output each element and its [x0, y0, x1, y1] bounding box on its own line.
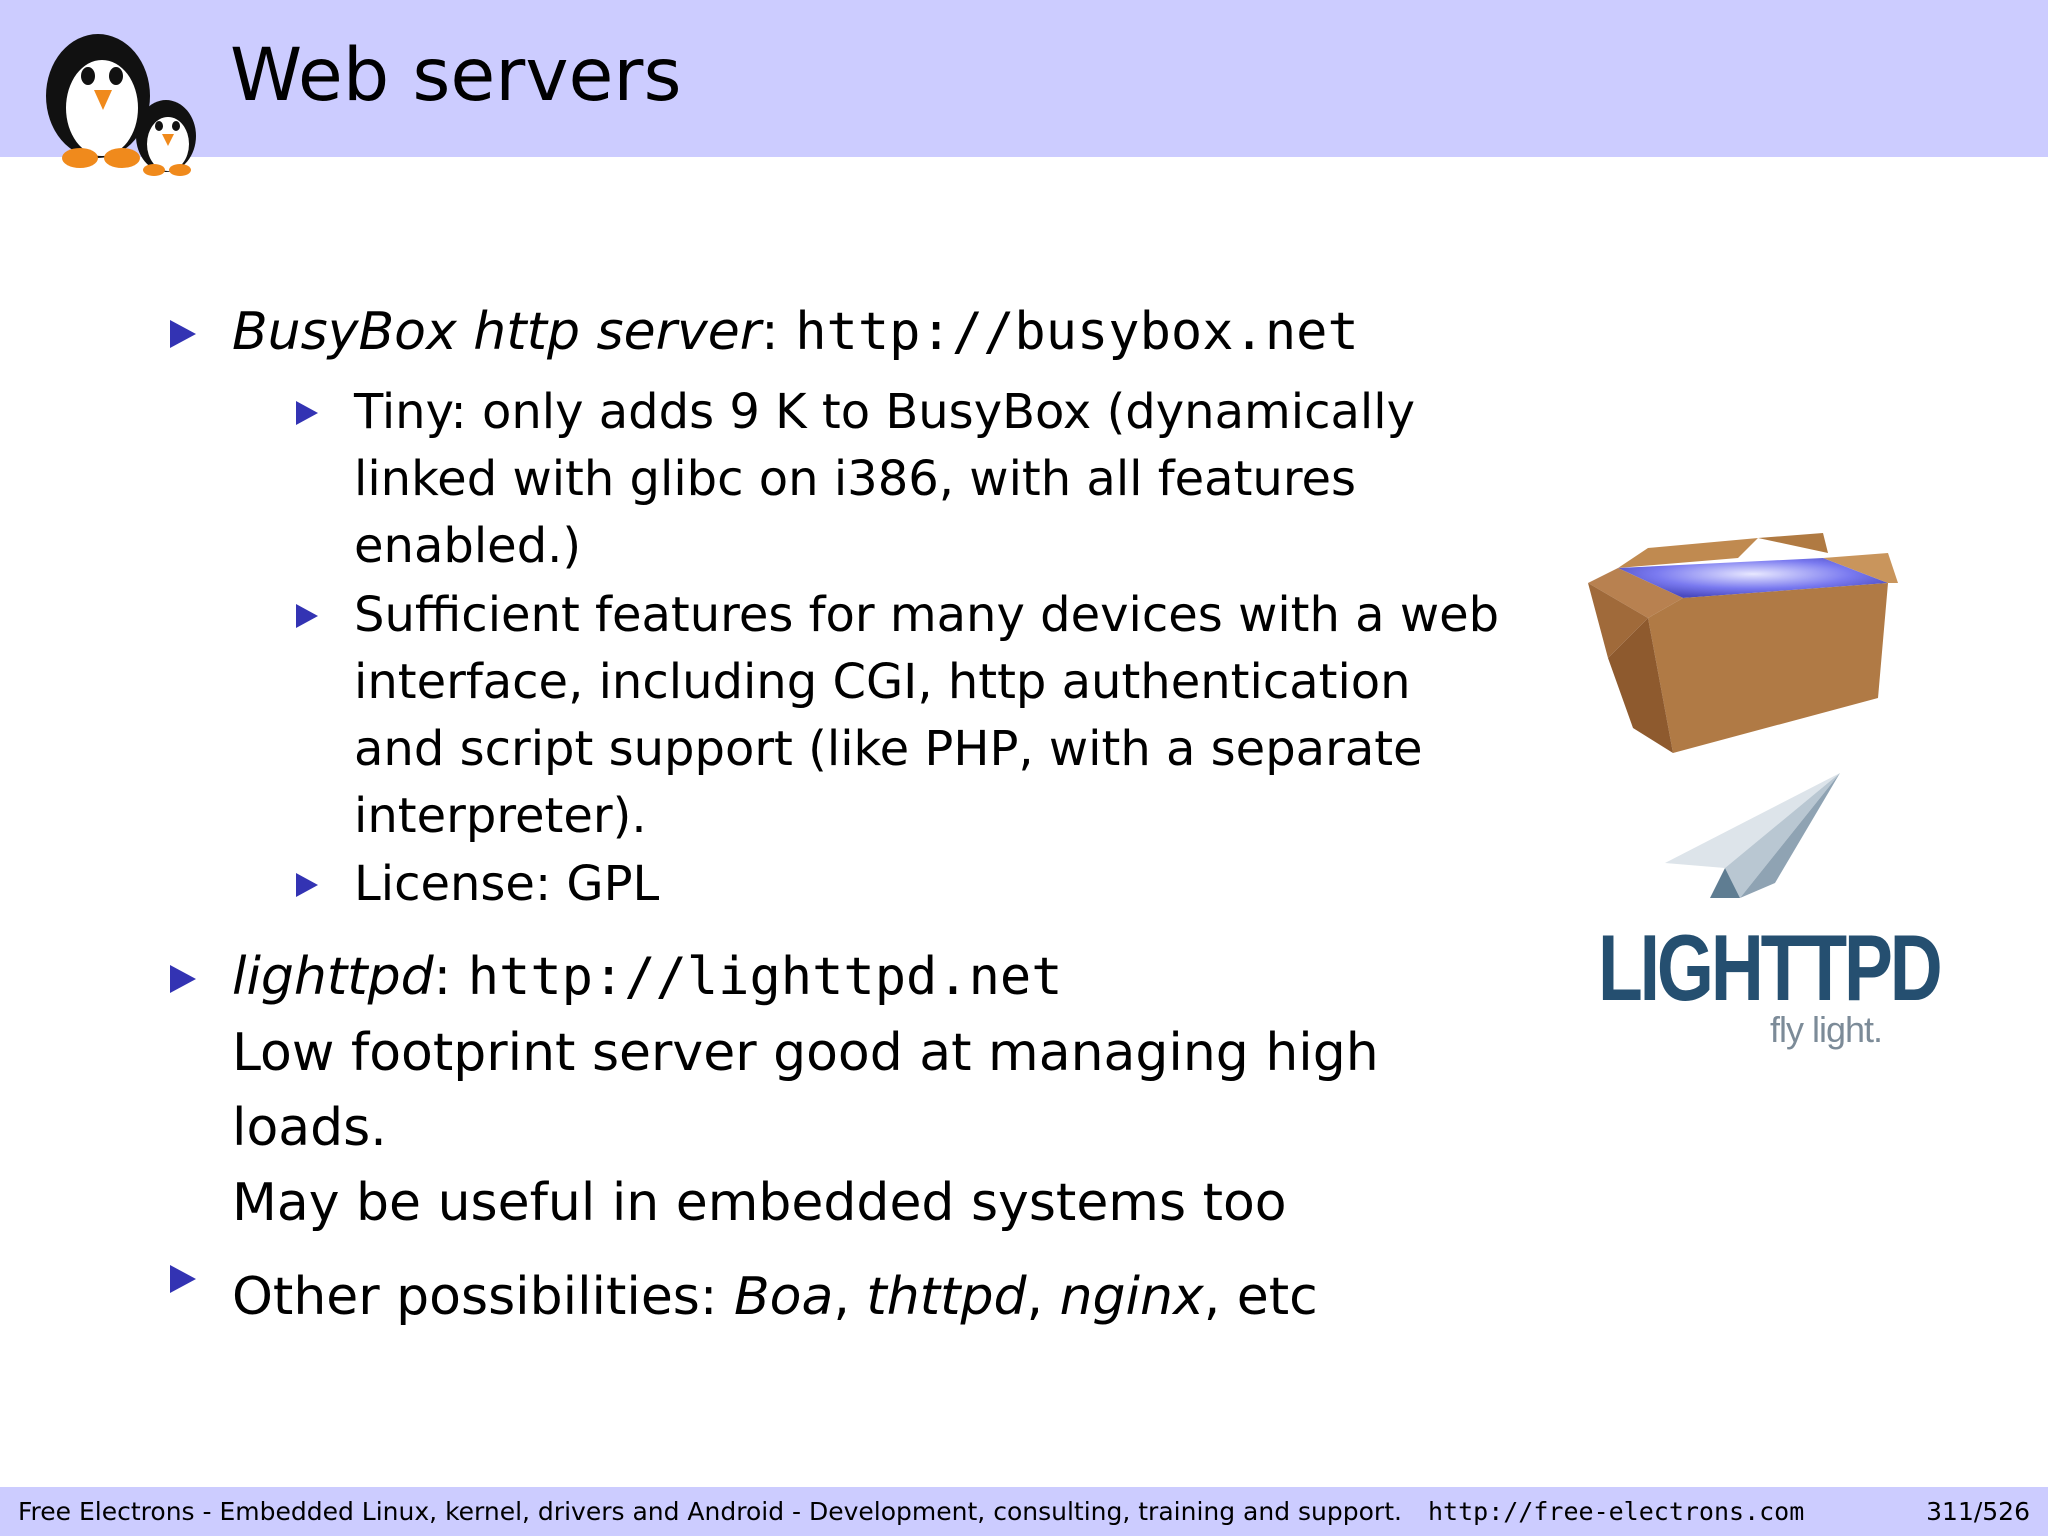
- slide-header: Web servers: [0, 0, 2048, 176]
- footer-text: Free Electrons - Embedded Linux, kernel,…: [18, 1497, 1402, 1526]
- bullet-line: loads.: [232, 1098, 387, 1158]
- sub-bullet-marker-icon: [296, 873, 318, 897]
- bullet-line: Low footprint server good at managing hi…: [232, 1023, 1379, 1083]
- lighttpd-logo-main: LIGHTTPD: [1598, 915, 1943, 1020]
- sub-bullet-line: Sufficient features for many devices wit…: [354, 587, 1500, 643]
- sub-bullet-line: linked with glibc on i386, with all feat…: [354, 451, 1357, 507]
- sub-bullet-line: interface, including CGI, http authentic…: [354, 654, 1411, 710]
- bullet-line: May be useful in embedded systems too: [232, 1173, 1287, 1233]
- separator: :: [433, 947, 468, 1007]
- sub-bullet-marker-icon: [296, 401, 318, 425]
- sub-bullet-marker-icon: [296, 604, 318, 628]
- bullet-marker-icon: [170, 1265, 196, 1293]
- thttpd-name: thttpd: [866, 1267, 1027, 1327]
- slide-title: Web servers: [230, 33, 682, 118]
- separator: :: [761, 302, 796, 362]
- busybox-box-icon: [1588, 533, 1898, 753]
- busybox-url-link[interactable]: http://busybox.net: [795, 302, 1359, 362]
- lighttpd-url-link[interactable]: http://lighttpd.net: [467, 947, 1063, 1007]
- bullet-marker-icon: [170, 320, 196, 348]
- penguins-logo-icon: [46, 34, 196, 176]
- bullet-marker-icon: [170, 965, 196, 993]
- sub-bullet-line: interpreter).: [354, 788, 647, 844]
- sub-bullet-line: and script support (like PHP, with a sep…: [354, 721, 1423, 777]
- lighttpd-logo-tagline: fly light.: [1770, 1009, 1883, 1050]
- separator: ,: [1026, 1267, 1060, 1327]
- slide-footer: Free Electrons - Embedded Linux, kernel,…: [0, 1487, 2048, 1536]
- page-number: 311/526: [1926, 1497, 2030, 1526]
- sub-bullet-line: Tiny: only adds 9 K to BusyBox (dynamica…: [354, 384, 1415, 440]
- bullet-other-servers: Other possibilities: Boa, thttpd, nginx,…: [232, 1265, 1318, 1329]
- nginx-name: nginx: [1059, 1267, 1204, 1327]
- sub-bullet-line: License: GPL: [354, 856, 660, 912]
- bullet-lighttpd: lighttpd: http://lighttpd.net: [232, 945, 1063, 1009]
- bullet-busybox: BusyBox http server: http://busybox.net: [232, 300, 1359, 364]
- busybox-name: BusyBox http server: [232, 302, 762, 362]
- separator: ,: [833, 1267, 867, 1327]
- paper-plane-icon: [1665, 773, 1840, 898]
- footer-url-link[interactable]: http://free-electrons.com: [1428, 1497, 1805, 1526]
- other-prefix: Other possibilities:: [232, 1267, 734, 1327]
- lighttpd-name: lighttpd: [232, 947, 434, 1007]
- other-suffix: , etc: [1203, 1267, 1318, 1327]
- sub-bullet-line: enabled.): [354, 518, 582, 574]
- boa-name: Boa: [733, 1267, 834, 1327]
- lighttpd-logo: LIGHTTPD fly light.: [1598, 918, 1943, 1058]
